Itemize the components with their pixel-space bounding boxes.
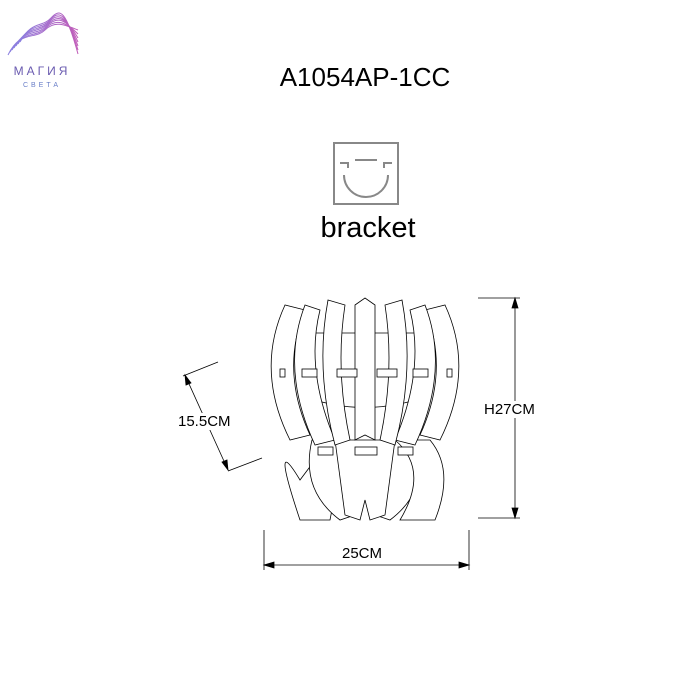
height-dimension-label: H27CM [484,401,535,418]
lamp-drawing [270,297,460,521]
bracket-icon [333,142,399,205]
logo-name: МАГИЯ [13,64,71,78]
mount-type-label: bracket [320,212,416,244]
dimension-lines [182,296,520,570]
product-title: A1054AP-1CC [279,62,451,92]
logo-subtitle: СВЕТА [22,82,62,89]
logo-waves-icon [7,12,79,56]
depth-dimension-label: 15.5CM [178,413,231,430]
width-dimension-label: 25CM [342,545,383,562]
